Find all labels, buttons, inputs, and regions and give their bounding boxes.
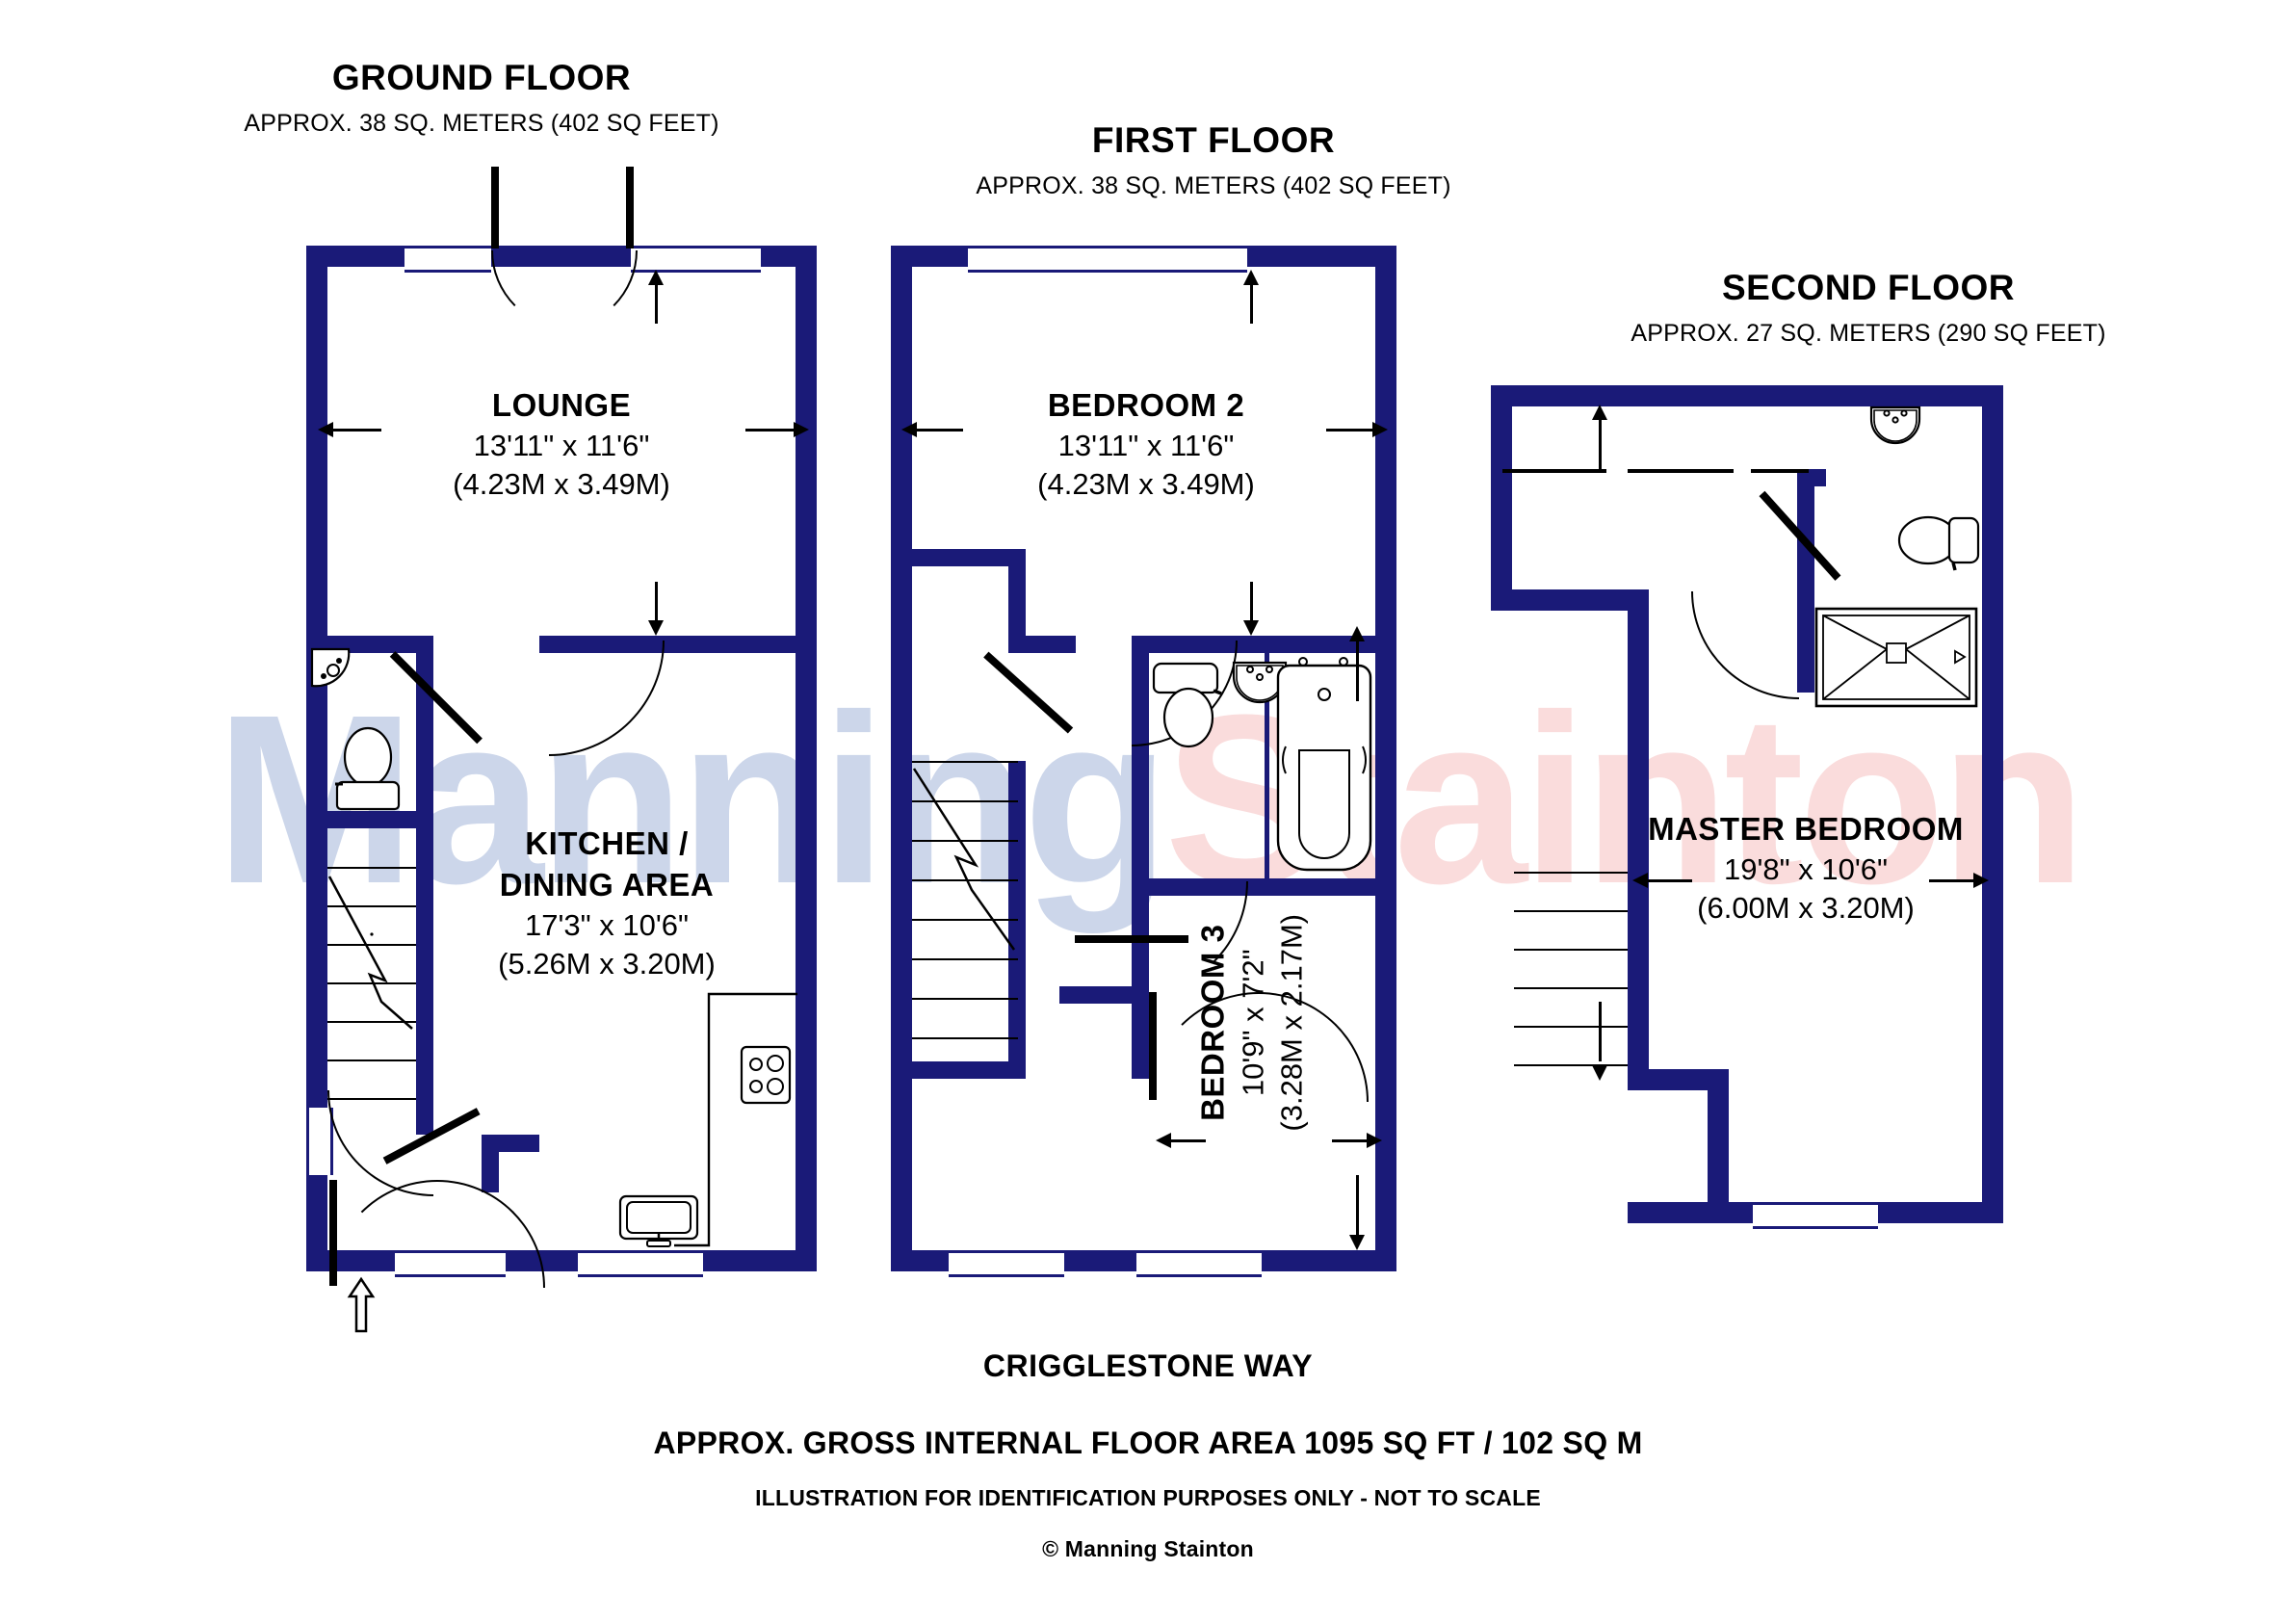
second-shower-tray-icon (1814, 607, 1978, 708)
room-label-kitchen: KITCHEN / DINING AREA 17'3" x 10'6" (5.2… (443, 824, 770, 983)
second-wall-step-bottom-v (1708, 1069, 1729, 1223)
ground-kitchen-worktop (674, 992, 799, 1247)
room-label-bedroom2: BEDROOM 2 13'11" x 11'6" (4.23M x 3.49M) (953, 385, 1339, 504)
ground-window-bottom-right (578, 1250, 703, 1277)
first-window-bottom-right (1136, 1250, 1262, 1277)
room-label-lounge: LOUNGE 13'11" x 11'6" (4.23M x 3.49M) (369, 385, 754, 504)
first-basin-icon (1231, 660, 1289, 710)
first-bed3-height-dim (1348, 626, 1366, 1250)
second-floor-plan: MASTER BEDROOM 19'8" x 10'6" (6.00M x 3.… (1491, 385, 2013, 1229)
second-floor-title-block: SECOND FLOOR APPROX. 27 SQ. METERS (290 … (1502, 268, 2234, 348)
second-landing-line-1 (1502, 469, 1606, 473)
room-dim-imperial-bedroom2: 13'11" x 11'6" (1057, 428, 1235, 462)
ground-entrance-arrow (347, 1276, 376, 1333)
first-stair-wall-bottom (891, 1061, 1026, 1079)
first-bed3-door-leaf (1149, 992, 1157, 1100)
ground-entrance-threshold (306, 1185, 327, 1250)
first-wall-left (891, 246, 912, 1271)
ground-floor-plan: LOUNGE 13'11" x 11'6" (4.23M x 3.49M) KI… (0, 0, 867, 1348)
first-staircase (912, 761, 1018, 1079)
ground-hall-partition (416, 828, 433, 1135)
ground-french-door-leaf-left (491, 167, 499, 249)
second-floor-subtitle: APPROX. 27 SQ. METERS (290 SQ FEET) (1631, 320, 2106, 347)
room-dim-imperial-lounge: 13'11" x 11'6" (473, 428, 650, 462)
ground-entrance-door-leaf (329, 1180, 337, 1286)
second-staircase (1514, 872, 1628, 1093)
ground-floor-title-block: GROUND FLOOR APPROX. 38 SQ. METERS (402 … (116, 58, 848, 138)
second-wall-top (1491, 385, 2003, 406)
second-landing-height-dim-bottom (1591, 1002, 1608, 1081)
room-dim-imperial-master: 19'8" x 10'6" (1723, 851, 1888, 886)
room-dim-imperial-kitchen: 17'3" x 10'6" (524, 907, 689, 942)
ground-kitchen-door-jamb2 (482, 1135, 499, 1192)
first-bathroom-divider (1265, 653, 1269, 878)
ground-window-top-left (404, 246, 491, 273)
room-name-kitchen: KITCHEN / (525, 825, 689, 861)
room-dim-metric-bedroom2: (4.23M x 3.49M) (1037, 467, 1255, 502)
room-name-lounge: LOUNGE (491, 387, 632, 423)
ground-wc-basin-icon (310, 647, 368, 707)
room-dim-metric-master: (6.00M x 3.20M) (1697, 891, 1915, 926)
ground-staircase (327, 867, 416, 1137)
ground-kitchen-hob-icon (740, 1045, 792, 1105)
first-floor-plan: BEDROOM 2 13'11" x 11'6" (4.23M x 3.49M)… (891, 246, 1396, 1277)
ground-wc-wall-bottom (306, 811, 433, 828)
first-toilet-icon (1152, 660, 1223, 751)
second-ensuite-wall-left (1797, 469, 1814, 693)
first-bed2-height-dim (1242, 270, 1260, 636)
ground-floor-title: GROUND FLOOR (331, 58, 632, 97)
ground-window-top-right (631, 246, 761, 273)
second-floor-title: SECOND FLOOR (1721, 268, 2016, 307)
first-floor-title: FIRST FLOOR (1091, 120, 1336, 160)
second-wall-right (1982, 385, 2003, 1223)
first-bed3-width-dim (1156, 1132, 1382, 1149)
second-wall-step-left-v (1628, 589, 1649, 1090)
ground-wall-right (796, 246, 817, 1271)
ground-wc-toilet-icon (333, 722, 403, 811)
second-ensuite-wall-top (1797, 469, 1826, 486)
room-name-bedroom2: BEDROOM 2 (1047, 387, 1245, 423)
second-landing-line-3 (1751, 469, 1809, 473)
first-floor-subtitle: APPROX. 38 SQ. METERS (402 SQ FEET) (976, 172, 1451, 199)
second-wall-step-bottom-h (1628, 1069, 1729, 1090)
first-partition-bed2 (891, 549, 1026, 566)
room-dim-metric-lounge: (4.23M x 3.49M) (453, 467, 670, 502)
second-landing-height-dim-top (1591, 405, 1608, 474)
ground-lounge-height-dim (647, 270, 665, 636)
room-name-master-bedroom: MASTER BEDROOM (1648, 811, 1964, 847)
ground-lounge-width-dim (318, 421, 809, 438)
gross-area-text: APPROX. GROSS INTERNAL FLOOR AREA 1095 S… (653, 1426, 1643, 1460)
ground-french-door-leaf-right (626, 167, 634, 249)
first-window-bottom-left (949, 1250, 1064, 1277)
second-wall-step-left-h (1491, 589, 1645, 611)
ground-floor-subtitle: APPROX. 38 SQ. METERS (402 SQ FEET) (244, 110, 719, 137)
room-label-master-bedroom: MASTER BEDROOM 19'8" x 10'6" (6.00M x 3.… (1599, 809, 2013, 928)
room-name-kitchen-2: DINING AREA (499, 866, 715, 903)
first-partition-bed2-vert (1008, 549, 1026, 645)
ground-window-entrance-side (306, 1108, 333, 1175)
second-master-width-dim (1632, 872, 1989, 889)
room-dim-metric-kitchen: (5.26M x 3.20M) (498, 947, 716, 981)
ground-wall-left (306, 246, 327, 1271)
disclaimer-text: ILLUSTRATION FOR IDENTIFICATION PURPOSES… (755, 1485, 1541, 1510)
second-basin-icon (1868, 405, 1922, 449)
first-wall-right (1375, 246, 1396, 1271)
first-bath-icon (1276, 657, 1372, 875)
first-bed2-width-dim (901, 421, 1388, 438)
second-landing-line-2 (1628, 469, 1734, 473)
second-window-bottom (1753, 1202, 1878, 1229)
first-floor-title-block: FIRST FLOOR APPROX. 38 SQ. METERS (402 S… (848, 120, 1579, 200)
ground-kitchen-sink-icon (618, 1194, 699, 1248)
second-toilet-icon (1897, 510, 1989, 571)
first-bed2-door-jamb (1008, 636, 1076, 653)
second-wall-left (1491, 385, 1512, 607)
copyright-text: © Manning Stainton (1042, 1536, 1254, 1561)
street-name: CRIGGLESTONE WAY (982, 1348, 1314, 1383)
first-partition-bed3 (1132, 1004, 1149, 1079)
first-window-top (968, 246, 1247, 273)
